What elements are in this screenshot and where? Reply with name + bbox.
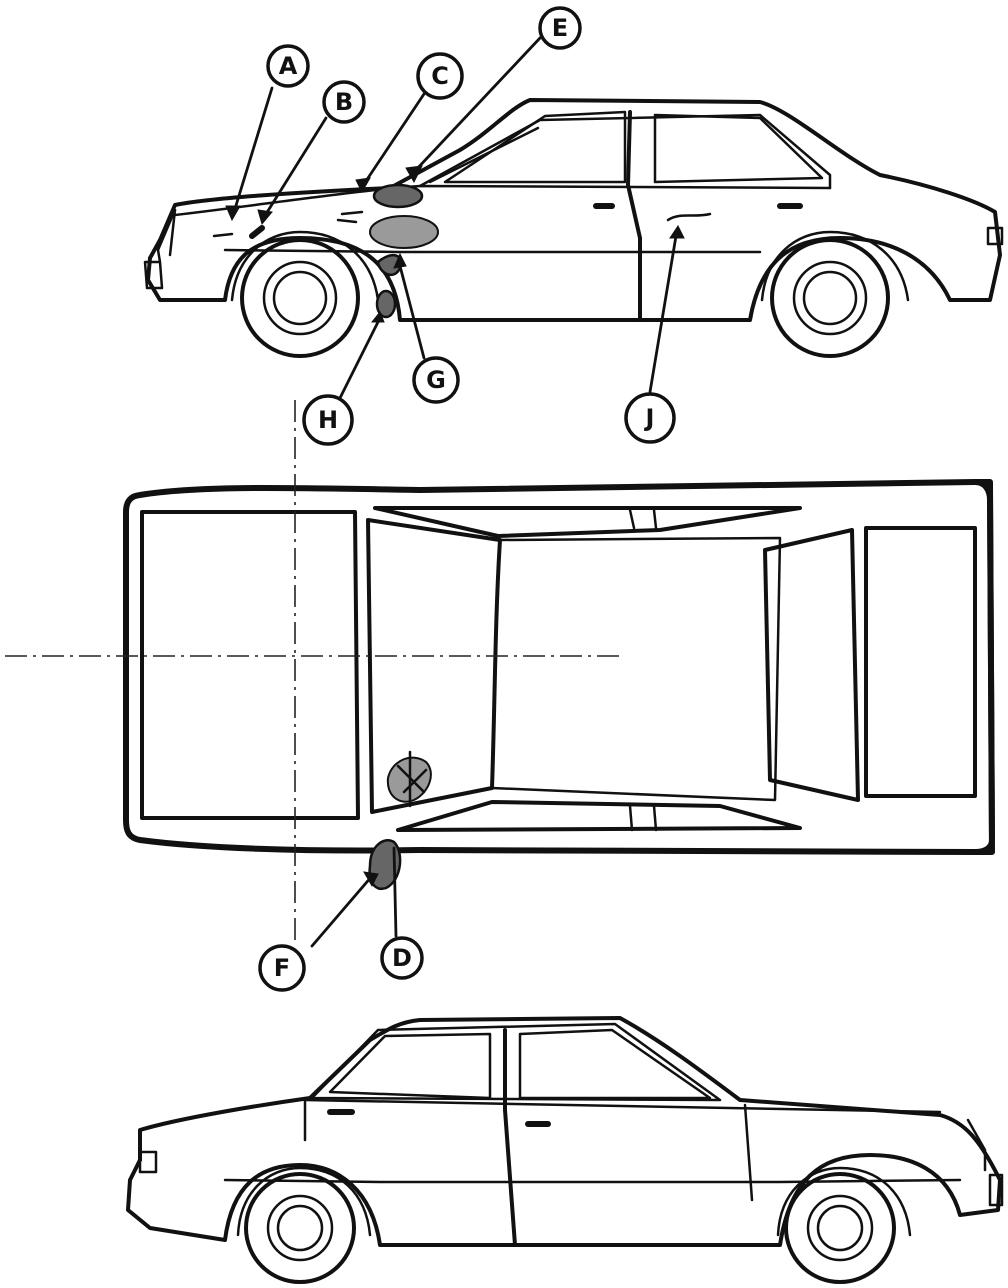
side-view-left-damage [212, 183, 712, 319]
callout-b-label: B [335, 88, 353, 116]
callout-e-label: E [552, 14, 568, 42]
side-view-right-body [126, 1016, 1002, 1247]
centerlines [5, 400, 620, 940]
callout-a-label: A [279, 52, 298, 80]
callout-h-label: H [318, 406, 338, 434]
callout-j-label: J [644, 404, 655, 432]
damage-mark-c [372, 183, 424, 209]
top-view-body [123, 479, 995, 855]
top-view-damage [368, 750, 432, 891]
callout-d-label: D [392, 944, 412, 972]
callout-c-label: C [431, 62, 449, 90]
top-view [123, 479, 995, 855]
side-view-left-body [146, 98, 1002, 322]
side-view-right [126, 1016, 1004, 1284]
callouts-top-view: F D [258, 846, 424, 992]
callout-g-label: G [426, 366, 446, 394]
callout-f-label: F [274, 954, 290, 982]
callouts-side-left: A B C E G H J [225, 6, 685, 446]
side-view-left [143, 98, 1004, 358]
damage-mark-g [369, 215, 439, 249]
